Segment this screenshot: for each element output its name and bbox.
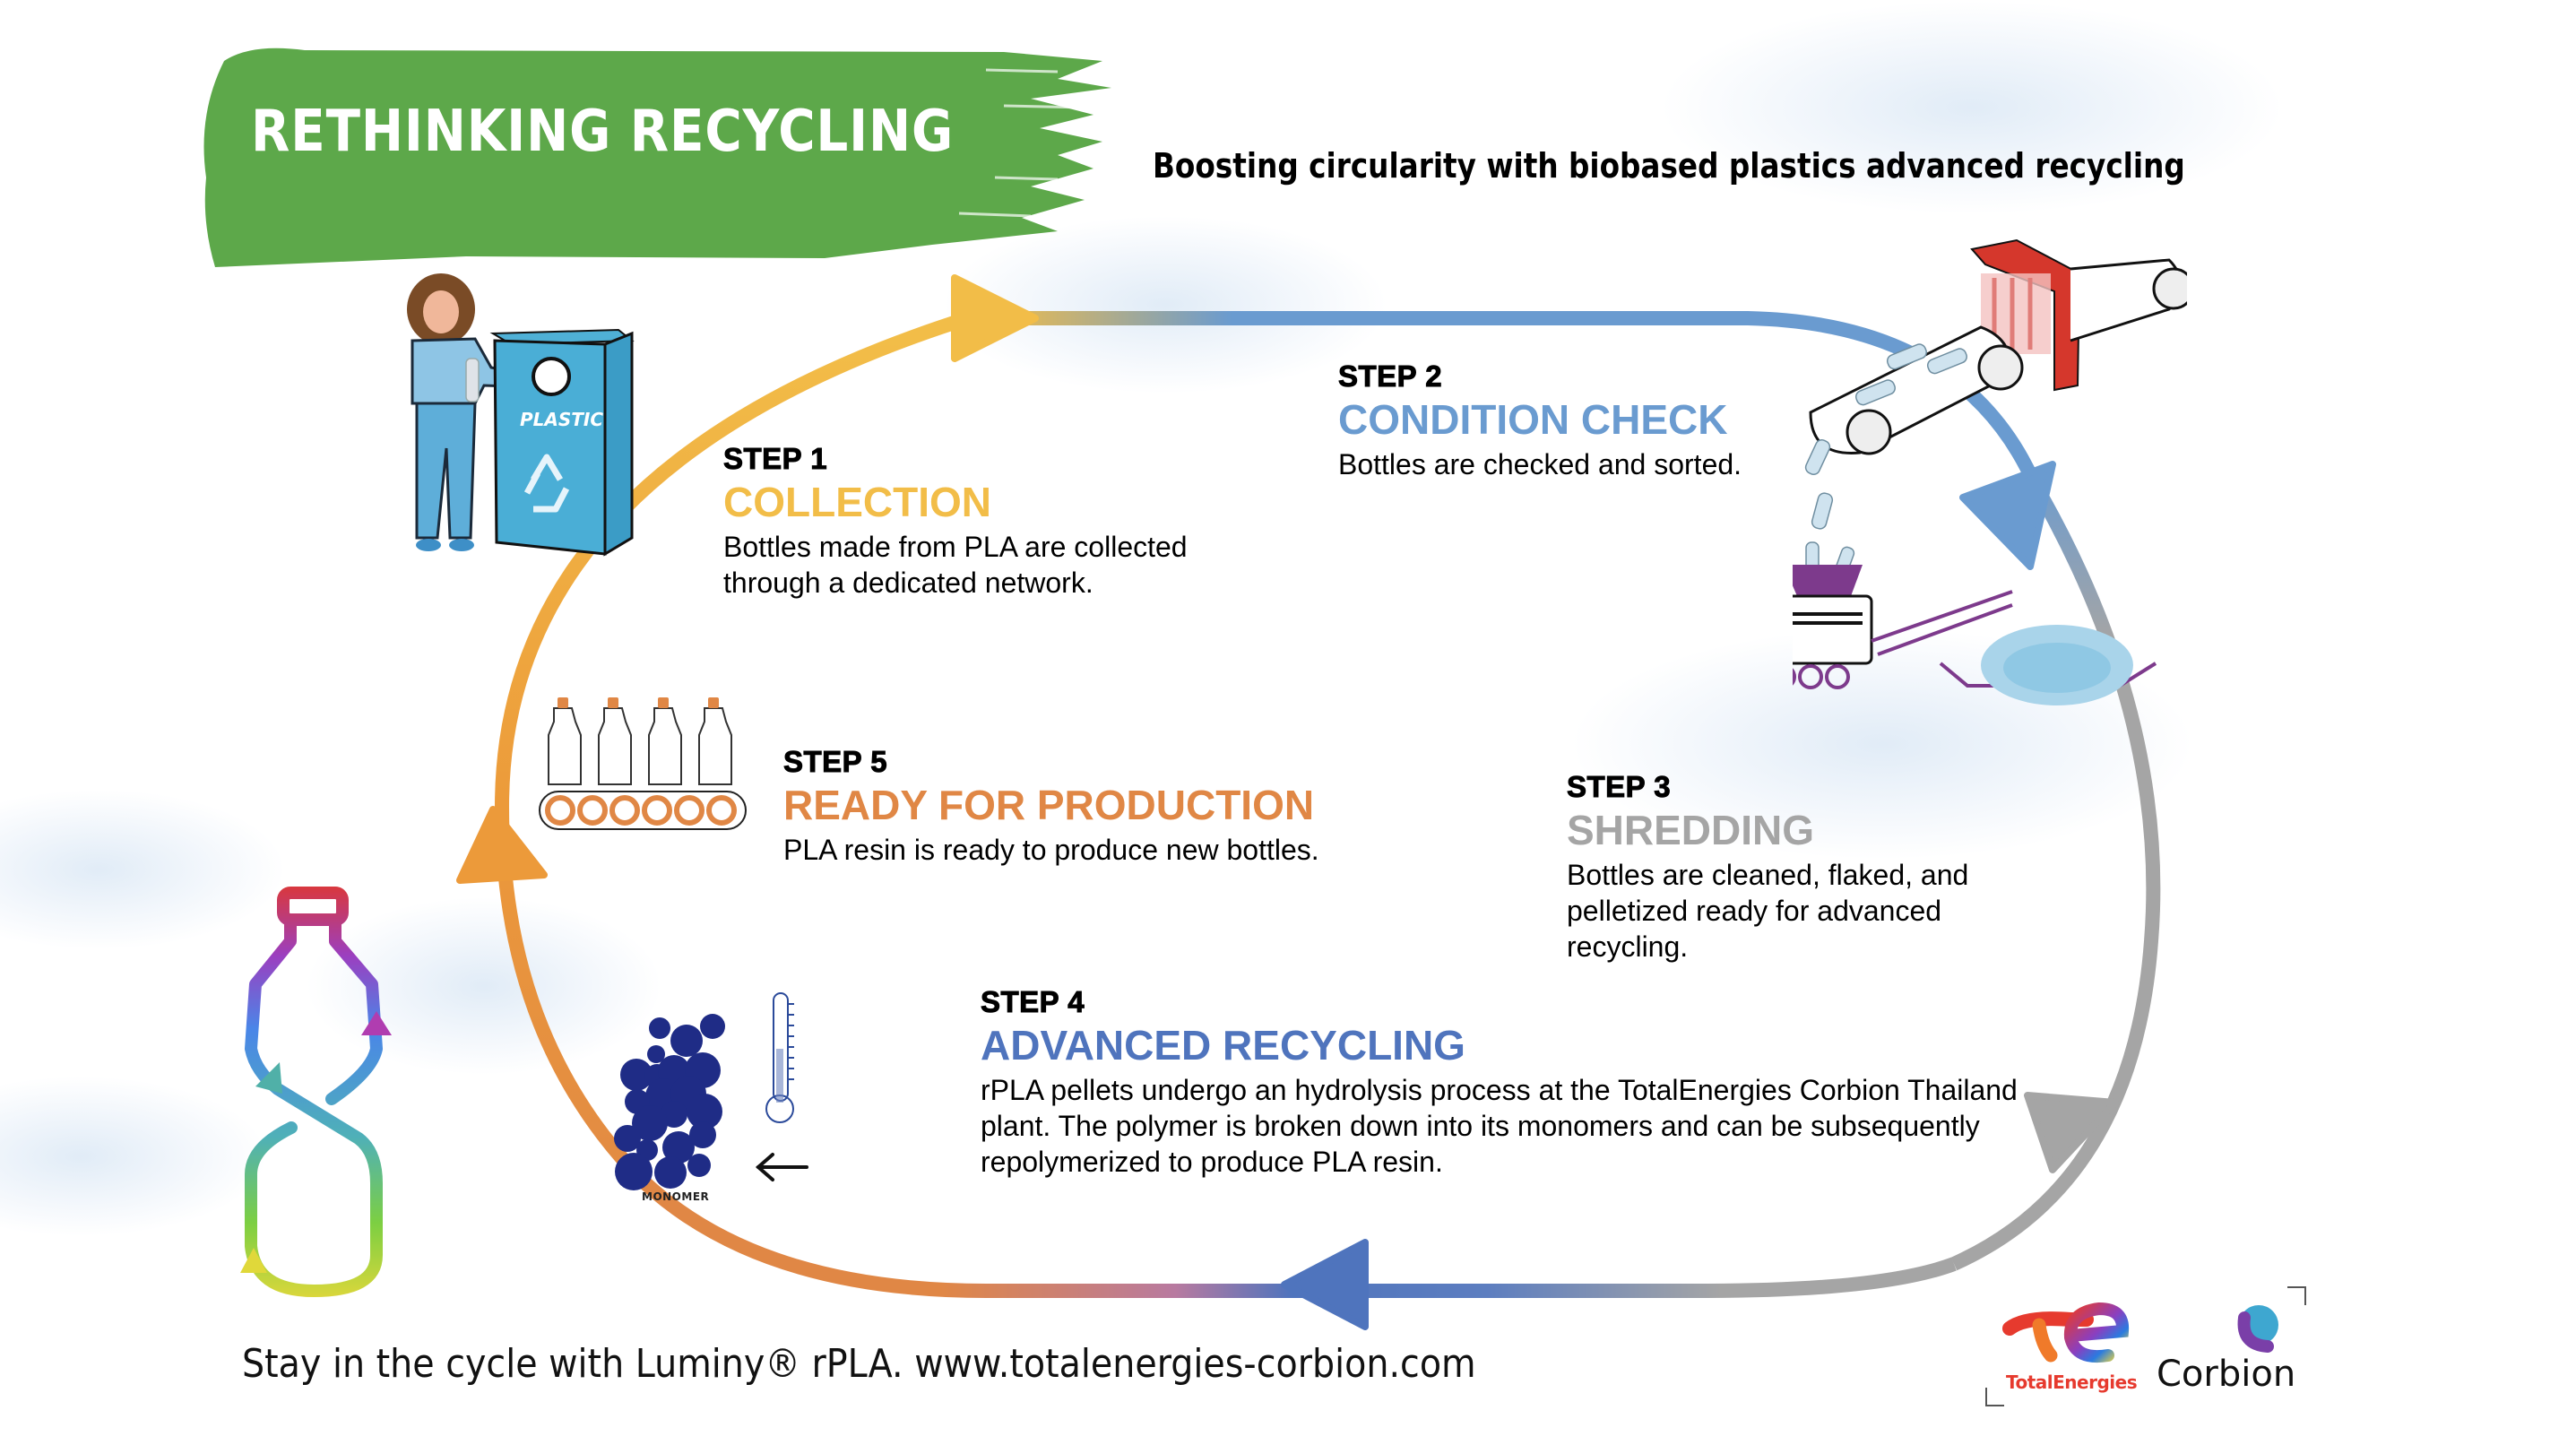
step-1-block: STEP 1 COLLECTION Bottles made from PLA … <box>723 441 1189 601</box>
step-description: Bottles are checked and sorted. <box>1338 448 1742 480</box>
totalenergies-logo-text: TotalEnergies <box>2006 1371 2138 1393</box>
page-title: RETHINKING RECYCLING <box>251 99 955 165</box>
arrow-head-right-upper <box>1959 461 2056 570</box>
partner-logos: TotalEnergies Corbion <box>1972 1282 2312 1416</box>
corbion-logo-text: Corbion <box>2157 1354 2296 1395</box>
logo-frame-corner <box>1985 1388 2004 1406</box>
corbion-logo-icon <box>2237 1305 2278 1353</box>
step-number: STEP 5 <box>783 745 888 779</box>
arrow-head-top <box>951 274 1039 362</box>
step-2-block: STEP 2 CONDITION CHECK Bottles are check… <box>1338 359 1840 482</box>
step-4-block: STEP 4 ADVANCED RECYCLING rPLA pellets u… <box>981 984 2038 1180</box>
step-description: rPLA pellets undergo an hydrolysis proce… <box>981 1074 2018 1178</box>
collection-bin-illustration: PLASTIC <box>407 273 635 557</box>
bottles-conveyor-illustration <box>539 697 747 830</box>
step-3-block: STEP 3 SHREDDING Bottles are cleaned, fl… <box>1567 769 2033 965</box>
background-cloud <box>1658 0 2286 215</box>
footer-tagline: Stay in the cycle with Luminy® rPLA. www… <box>242 1341 1476 1387</box>
circular-bottle-icon <box>240 887 392 1297</box>
step-number: STEP 1 <box>723 442 828 476</box>
recycle-symbol-icon <box>523 454 570 513</box>
cycle-path-left <box>494 311 971 1189</box>
step-5-block: STEP 5 READY FOR PRODUCTION PLA resin is… <box>783 744 1411 868</box>
step-name: READY FOR PRODUCTION <box>783 782 1315 828</box>
step-name: COLLECTION <box>723 479 991 525</box>
title-banner-brushstroke <box>203 48 1111 267</box>
step-name: SHREDDING <box>1567 807 1815 853</box>
step-number: STEP 2 <box>1338 359 1443 394</box>
totalenergies-logo-icon <box>2002 1302 2130 1363</box>
step-number: STEP 4 <box>981 985 1085 1019</box>
step-name: ADVANCED RECYCLING <box>981 1022 1465 1069</box>
monomer-label: MONOMER <box>642 1190 710 1203</box>
arrow-head-bottom <box>1281 1239 1369 1330</box>
monomer-illustration <box>614 992 808 1190</box>
bin-label: PLASTIC <box>520 409 603 430</box>
step-description: Bottles are cleaned, flaked, and pelleti… <box>1567 859 1969 963</box>
arrow-head-right-lower <box>2024 1092 2119 1173</box>
step-name: CONDITION CHECK <box>1338 396 1728 443</box>
background-cloud <box>305 896 663 1076</box>
page-subtitle: Boosting circularity with biobased plast… <box>1153 146 2185 186</box>
arrow-head-left <box>456 806 548 884</box>
step-description: PLA resin is ready to produce new bottle… <box>783 834 1319 866</box>
step-description: Bottles made from PLA are collected thro… <box>723 531 1188 599</box>
logo-frame-corner <box>2287 1286 2306 1305</box>
sorting-conveyor-illustration <box>1793 238 2187 705</box>
cycle-path-right <box>1950 480 2161 1271</box>
cycle-path-bottom <box>640 1178 1957 1298</box>
arrow-left-icon <box>755 1153 808 1181</box>
step-number: STEP 3 <box>1567 770 1672 804</box>
